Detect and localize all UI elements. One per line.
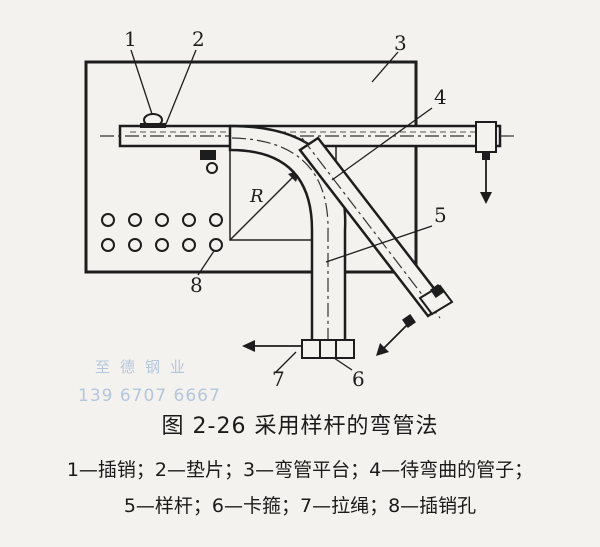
pin-hole — [155, 213, 169, 227]
label-pin: 1 — [124, 27, 137, 51]
label-template-rod: 5 — [434, 203, 447, 227]
pull-rope-diagonal — [383, 323, 409, 349]
pull-rope-down-arrow — [480, 192, 492, 204]
clamp-horizontal-pipe — [475, 121, 497, 160]
pin-holes — [101, 213, 223, 252]
bent-pipe-centerline — [231, 137, 329, 350]
pin-hole — [209, 238, 223, 252]
leader-lines — [130, 49, 433, 373]
lower-bracket — [200, 150, 216, 160]
pull-rope-left-arrow — [242, 340, 255, 352]
label-pipe: 4 — [434, 85, 447, 109]
clamp-template-rod — [402, 284, 454, 328]
label-washer: 2 — [192, 27, 205, 51]
figure-title: 图 2-26 采用样杆的弯管法 — [161, 414, 439, 439]
label-radius: R — [249, 186, 264, 207]
pull-rope-diagonal-arrow — [376, 343, 389, 356]
pin-hole — [101, 213, 115, 227]
lower-pin — [206, 162, 218, 174]
pin-hole — [182, 238, 196, 252]
clamp-bent-pipe — [301, 339, 355, 359]
label-pin-hole: 8 — [190, 273, 203, 297]
radius-line — [229, 169, 301, 241]
label-clamp: 6 — [352, 367, 365, 391]
watermark-phone: 139 6707 6667 — [78, 386, 221, 406]
washer — [140, 123, 166, 128]
pin-hole — [209, 213, 223, 227]
pin-hole — [128, 238, 142, 252]
pin-hole — [155, 238, 169, 252]
pin-hole — [101, 238, 115, 252]
bending-platform — [84, 60, 418, 274]
pin-hole — [182, 213, 196, 227]
template-rod-centerline — [301, 137, 441, 319]
legend-line-1: 1—插销；2—垫片；3—弯管平台；4—待弯曲的管子； — [66, 459, 534, 481]
pin-hole — [128, 213, 142, 227]
watermark-company: 至德钢业 — [95, 358, 196, 376]
label-platform: 3 — [394, 31, 407, 55]
legend-line-2: 5—样杆；6—卡箍；7—拉绳；8—插销孔 — [123, 495, 477, 517]
label-rope: 7 — [272, 367, 285, 391]
